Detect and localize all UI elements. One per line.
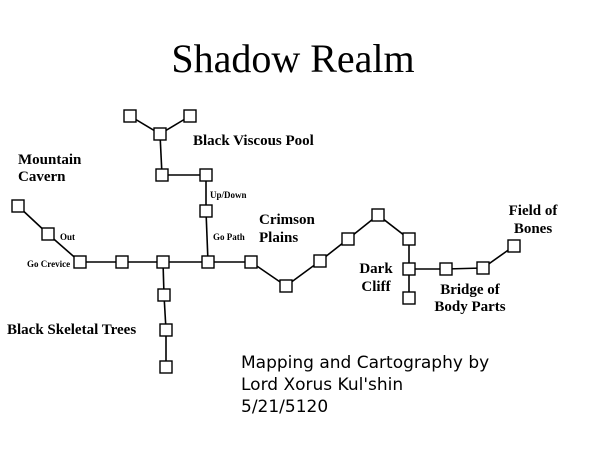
room-node bbox=[244, 255, 258, 269]
room-node bbox=[159, 323, 173, 337]
room-node bbox=[341, 232, 355, 246]
path-label-go-path: Go Path bbox=[213, 232, 245, 242]
room-node bbox=[159, 360, 173, 374]
room-node bbox=[402, 262, 416, 276]
room-node bbox=[73, 255, 87, 269]
path-label-go-crevice: Go Crevice bbox=[27, 259, 70, 269]
region-label-black-skeletal-trees: Black Skeletal Trees bbox=[7, 322, 136, 338]
region-label-line: Plains bbox=[259, 230, 298, 246]
map-title: Shadow Realm bbox=[171, 36, 414, 81]
region-label-line: Mountain bbox=[18, 152, 82, 168]
path-line bbox=[205, 210, 209, 263]
region-label-line: Cliff bbox=[361, 279, 391, 295]
room-node bbox=[155, 168, 169, 182]
credit-line: Lord Xorus Kul'shin bbox=[241, 375, 403, 395]
room-node bbox=[153, 127, 167, 141]
room-node bbox=[199, 204, 213, 218]
room-node bbox=[115, 255, 129, 269]
credit-line: 5/21/5120 bbox=[241, 397, 328, 417]
room-node bbox=[199, 168, 213, 182]
room-node bbox=[313, 254, 327, 268]
region-label-line: Black Viscous Pool bbox=[193, 133, 314, 149]
room-node bbox=[279, 279, 293, 293]
region-label-line: Crimson bbox=[259, 212, 315, 228]
region-label-black-viscous-pool: Black Viscous Pool bbox=[193, 133, 314, 149]
region-label-line: Dark bbox=[359, 261, 393, 277]
room-node bbox=[402, 291, 416, 305]
room-node bbox=[123, 109, 137, 123]
region-label-line: Black Skeletal Trees bbox=[7, 322, 136, 338]
path-label-out: Out bbox=[60, 232, 75, 242]
region-label-line: Body Parts bbox=[434, 299, 505, 315]
room-node bbox=[156, 255, 170, 269]
path-label-up-down: Up/Down bbox=[210, 190, 247, 200]
region-label-field-of-bones: Field of Bones bbox=[509, 203, 559, 237]
region-label-line: Cavern bbox=[18, 169, 66, 185]
room-node bbox=[157, 288, 171, 302]
room-node bbox=[183, 109, 197, 123]
room-node bbox=[201, 255, 215, 269]
region-label-line: Bridge of bbox=[440, 282, 501, 298]
path-line bbox=[159, 133, 163, 176]
room-node bbox=[507, 239, 521, 253]
room-node bbox=[402, 232, 416, 246]
room-node bbox=[41, 227, 55, 241]
room-node bbox=[439, 262, 453, 276]
room-node bbox=[476, 261, 490, 275]
credit-line: Mapping and Cartography by bbox=[241, 353, 489, 373]
region-label-line: Bones bbox=[514, 221, 553, 237]
room-node bbox=[371, 208, 385, 222]
region-label-line: Field of bbox=[509, 203, 559, 219]
map-nodes bbox=[11, 109, 521, 374]
room-node bbox=[11, 199, 25, 213]
